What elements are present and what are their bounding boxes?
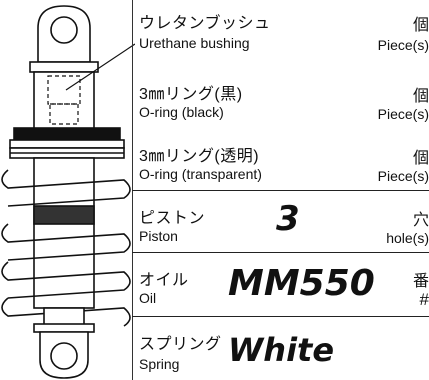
part-name-jp: オイル [139, 272, 189, 289]
unit-en: # [419, 290, 429, 309]
unit-jp: 個 [412, 150, 429, 167]
part-name-en: O-ring (black) [139, 104, 224, 120]
oil-grade: MM550 [228, 263, 375, 304]
unit-en: hole(s) [386, 230, 429, 246]
spring-color: White [228, 331, 335, 369]
unit-jp: 穴 [412, 212, 429, 229]
part-name-jp: ピストン [139, 210, 206, 227]
piston-hole-count: 3 [276, 199, 300, 239]
part-name-en: Oil [139, 290, 157, 306]
part-name-jp: 3㎜リング(黒) [139, 86, 243, 103]
unit-en: Piece(s) [377, 168, 429, 184]
part-row-oil: オイル Oil MM550 番 # [132, 252, 429, 316]
part-name-en: Piston [139, 228, 178, 244]
unit-en: Piece(s) [377, 37, 429, 53]
part-row-spring: スプリング Spring White [132, 316, 429, 380]
part-name-jp: 3㎜リング(透明) [139, 148, 260, 165]
part-row-oring-black: 3㎜リング(黒) O-ring (black) 個 Piece(s) [132, 64, 429, 126]
part-name-en: O-ring (transparent) [139, 166, 262, 182]
part-name-en: Urethane bushing [139, 35, 250, 51]
row-divider [132, 252, 429, 253]
unit-jp: 個 [412, 17, 429, 34]
part-row-piston: ピストン Piston 3 穴 hole(s) [132, 190, 429, 252]
shock-absorber-illustration [1, 5, 135, 379]
unit-en: Piece(s) [377, 106, 429, 122]
part-name-jp: ウレタンブッシュ [139, 15, 271, 32]
parts-list: ウレタンブッシュ Urethane bushing 個 Piece(s) 3㎜リ… [132, 0, 429, 380]
part-row-urethane-bushing: ウレタンブッシュ Urethane bushing 個 Piece(s) [132, 0, 429, 64]
row-divider [132, 316, 429, 317]
unit-jp: 番 [412, 273, 429, 290]
part-name-jp: スプリング [139, 336, 222, 353]
unit-jp: 個 [412, 88, 429, 105]
part-row-oring-transparent: 3㎜リング(透明) O-ring (transparent) 個 Piece(s… [132, 126, 429, 190]
part-name-en: Spring [139, 356, 180, 372]
row-divider [132, 190, 429, 191]
